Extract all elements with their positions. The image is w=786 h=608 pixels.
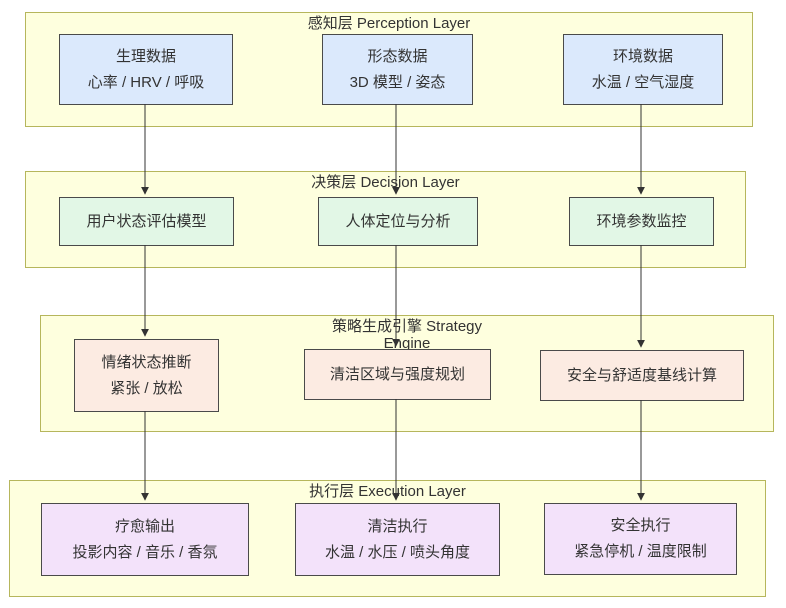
layer-title: 决策层 Decision Layer	[26, 174, 745, 191]
node-body-positioning: 人体定位与分析	[318, 197, 478, 246]
node-label: 环境参数监控	[596, 212, 687, 230]
node-user-state-model: 用户状态评估模型	[59, 197, 234, 246]
node-label: 生理数据	[115, 47, 176, 65]
node-label: 清洁区域与强度规划	[329, 365, 465, 383]
node-sublabel: 紧急停机 / 温度限制	[574, 543, 707, 560]
node-sublabel: 心率 / HRV / 呼吸	[87, 73, 205, 91]
node-sublabel: 3D 模型 / 姿态	[349, 73, 446, 91]
layer-title-text: 决策层 Decision Layer	[311, 174, 460, 191]
node-morphology-data: 形态数据 3D 模型 / 姿态	[322, 34, 473, 105]
node-sublabel: 投影内容 / 音乐 / 香氛	[72, 543, 218, 561]
node-label: 疗愈输出	[114, 517, 175, 535]
layer-strategy: 策略生成引擎 Strategy Engine 情绪状态推断 紧张 / 放松 清洁…	[40, 315, 774, 432]
node-sublabel: 水温 / 水压 / 喷头角度	[324, 543, 470, 561]
layer-title-text: 策略生成引擎 Strategy Engine	[331, 318, 483, 352]
node-cleaning-plan: 清洁区域与强度规划	[304, 349, 491, 400]
layer-perception: 感知层 Perception Layer 生理数据 心率 / HRV / 呼吸 …	[25, 12, 753, 127]
node-sublabel: 水温 / 空气湿度	[591, 73, 695, 91]
node-label: 人体定位与分析	[345, 212, 451, 230]
node-label: 安全与舒适度基线计算	[566, 366, 717, 384]
node-label: 用户状态评估模型	[86, 212, 207, 230]
node-label: 安全执行	[610, 517, 671, 534]
node-label: 形态数据	[367, 47, 428, 65]
node-physiology-data: 生理数据 心率 / HRV / 呼吸	[59, 34, 233, 105]
layer-execution: 执行层 Execution Layer 疗愈输出 投影内容 / 音乐 / 香氛 …	[9, 480, 766, 597]
layer-decision: 决策层 Decision Layer 用户状态评估模型 人体定位与分析 环境参数…	[25, 171, 746, 268]
node-cleaning-execution: 清洁执行 水温 / 水压 / 喷头角度	[295, 503, 500, 576]
node-safety-comfort-baseline: 安全与舒适度基线计算	[540, 350, 744, 401]
node-label: 情绪状态推断	[101, 353, 192, 371]
node-label: 清洁执行	[367, 517, 428, 535]
node-safety-execution: 安全执行 紧急停机 / 温度限制	[544, 503, 737, 575]
node-environment-monitoring: 环境参数监控	[569, 197, 714, 246]
node-sublabel: 紧张 / 放松	[110, 379, 183, 397]
node-emotion-inference: 情绪状态推断 紧张 / 放松	[74, 339, 219, 412]
layer-title-text: 感知层 Perception Layer	[307, 15, 471, 32]
layer-title-text: 执行层 Execution Layer	[309, 483, 466, 500]
node-environment-data: 环境数据 水温 / 空气湿度	[563, 34, 723, 105]
node-label: 环境数据	[612, 47, 673, 65]
node-therapy-output: 疗愈输出 投影内容 / 音乐 / 香氛	[41, 503, 249, 576]
layer-title: 感知层 Perception Layer	[26, 15, 752, 32]
layer-title: 执行层 Execution Layer	[10, 483, 765, 500]
